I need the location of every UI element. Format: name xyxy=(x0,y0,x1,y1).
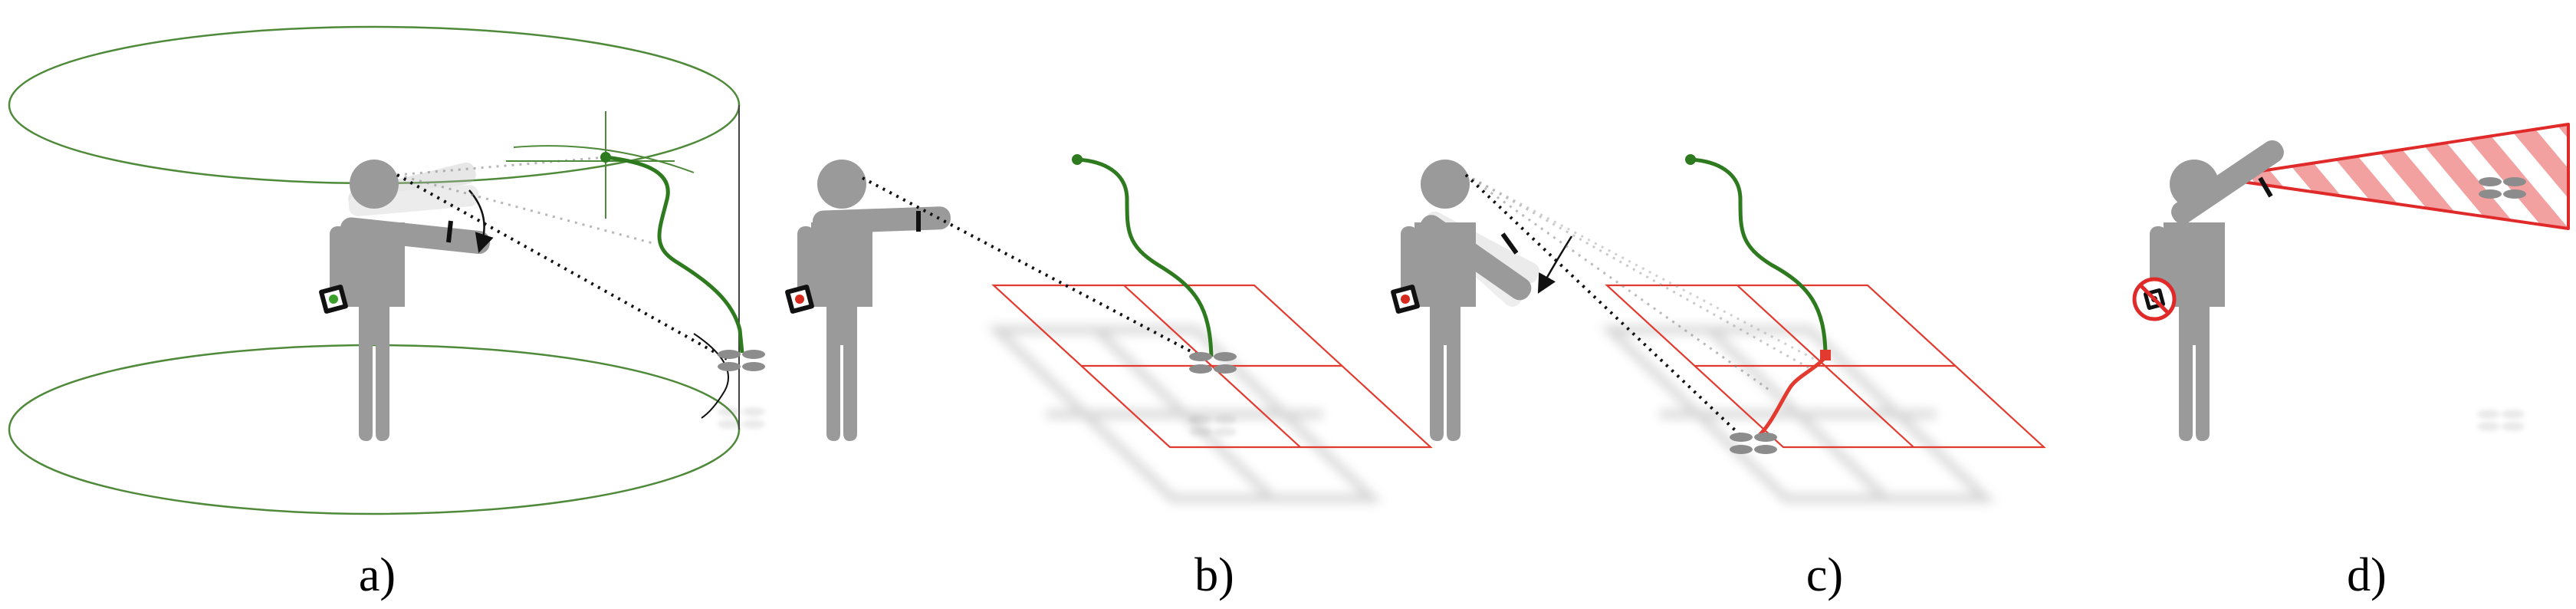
panel-a: a) xyxy=(8,25,765,601)
drone-trajectory xyxy=(1076,157,1214,357)
watch-icon xyxy=(1391,285,1420,314)
pointing-arm xyxy=(340,217,491,255)
pointing-arm xyxy=(812,206,951,234)
drone-trajectory xyxy=(605,155,744,354)
pointing-ray xyxy=(396,173,728,360)
pointing-arm xyxy=(1419,215,1532,301)
pointing-ray xyxy=(1464,173,1748,443)
drone-icon xyxy=(718,350,765,371)
rotation-arrow xyxy=(1537,235,1573,294)
panel-d: d) xyxy=(2132,123,2570,601)
ground-grid xyxy=(1605,284,2046,449)
pointing-ray xyxy=(862,176,1206,360)
watch-icon xyxy=(319,285,348,314)
panel-c: c) xyxy=(1391,154,2046,601)
watch-icon xyxy=(785,285,814,314)
drone-trajectory xyxy=(1690,157,1828,355)
caption-d: d) xyxy=(2347,549,2387,601)
panel-b: b) xyxy=(785,154,1433,601)
drone-icon xyxy=(1730,433,1777,454)
caption-b: b) xyxy=(1194,549,1234,601)
no-watch-icon xyxy=(2132,277,2177,321)
caption-a: a) xyxy=(359,549,396,601)
redirected-trajectory xyxy=(1754,355,1828,440)
caption-c: c) xyxy=(1806,549,1843,601)
ground-grid xyxy=(991,284,1433,449)
forbidden-zone-cone xyxy=(2214,123,2570,230)
pointing-arm xyxy=(2171,140,2284,225)
target-crosshair xyxy=(506,111,695,219)
